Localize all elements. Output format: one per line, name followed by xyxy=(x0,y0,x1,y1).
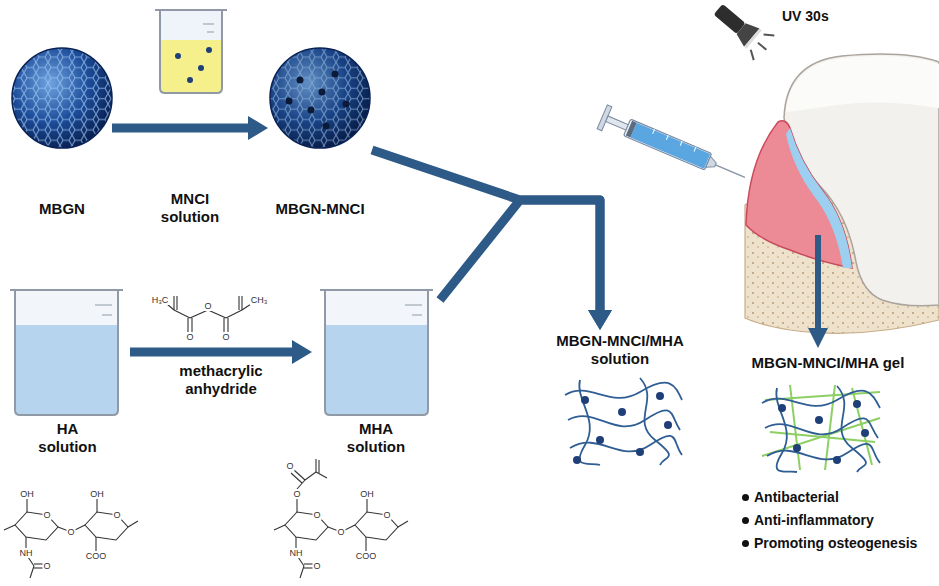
atom-symbol: O xyxy=(42,561,51,571)
flow-arrow xyxy=(112,116,268,140)
node-label-group: HA solution xyxy=(28,420,108,456)
node-box: MBGN-MNCI/MHA solution xyxy=(540,330,700,470)
edge-label: methacrylic anhydride xyxy=(171,362,271,398)
atom-symbol: COO xyxy=(85,551,108,561)
atom-symbol: O xyxy=(312,510,321,520)
atom-symbol: CH₃ xyxy=(250,295,269,305)
property-item: Promoting osteogenesis xyxy=(754,535,917,552)
flow-arrow xyxy=(130,340,312,364)
atom-symbol: O xyxy=(382,510,391,520)
atom-symbol: O xyxy=(221,332,230,342)
node-label-group: MHA solution xyxy=(336,420,416,456)
arrow-head xyxy=(588,310,612,330)
bullet-dot xyxy=(742,494,749,501)
atom-symbol: COO xyxy=(355,551,378,561)
atom-symbol: O xyxy=(285,461,294,471)
edge-label: MNCI solution xyxy=(150,190,230,226)
node-label-group: MBGN-MNCI xyxy=(268,200,372,218)
node-box: MBGN-MNCI xyxy=(268,40,372,220)
atom-symbol: O xyxy=(66,527,75,537)
node-label-group: MBGN-MNCI/MHA gel xyxy=(739,354,917,372)
mnci-beaker xyxy=(155,10,227,93)
atom-symbol: O xyxy=(112,510,121,520)
mha-structure xyxy=(274,459,408,578)
node-label-group: MBGN-MNCI/MHA solution xyxy=(545,332,695,368)
ha-structure xyxy=(4,499,138,578)
mbgn-sphere xyxy=(12,48,112,148)
arrow-head xyxy=(588,310,612,330)
node-label: MBGN xyxy=(12,200,112,218)
node-label: MHA solution xyxy=(336,420,416,456)
atom-symbol: NH xyxy=(289,548,304,558)
node-box: HA solution xyxy=(5,282,130,458)
node-label: MBGN-MNCI/MHA gel xyxy=(739,354,917,372)
gel-network xyxy=(762,385,880,472)
atom-symbol: NH xyxy=(19,548,34,558)
polymer-network xyxy=(565,378,682,465)
arrow-shaft xyxy=(112,124,250,133)
atom-symbol: O xyxy=(203,301,212,311)
bullet-dot xyxy=(742,517,749,524)
mha-beaker xyxy=(320,290,433,415)
property-item: Antibacterial xyxy=(754,489,839,506)
node-box: MBGN-MNCI/MHA gel xyxy=(738,352,918,476)
condition-label: UV 30s xyxy=(782,8,829,25)
flow-arrow xyxy=(440,200,612,330)
node-box: MHA solution xyxy=(312,282,440,458)
anhydride-structure xyxy=(167,296,251,332)
arrow-head xyxy=(248,116,268,140)
syringe xyxy=(597,105,750,189)
node-label: MBGN-MNCI xyxy=(268,200,372,218)
arrow-head xyxy=(292,340,312,364)
node-box: MBGN xyxy=(12,40,112,220)
atom-symbol: OH xyxy=(359,489,375,499)
atom-symbol: OH xyxy=(89,489,105,499)
atom-symbol: O xyxy=(292,489,301,499)
node-label-group: MBGN xyxy=(12,200,112,218)
node-label: MBGN-MNCI/MHA solution xyxy=(545,332,695,368)
atom-symbol: O xyxy=(185,332,194,342)
uv-lamp xyxy=(708,0,777,62)
bullet-dot xyxy=(742,540,749,547)
atom-symbol: H₃C xyxy=(151,295,170,305)
tooth-illustration xyxy=(745,54,939,333)
atom-symbol: O xyxy=(42,510,51,520)
atom-symbol: O xyxy=(312,561,321,571)
arrow-shaft xyxy=(372,150,600,312)
mbgn-mnci-sphere xyxy=(270,48,370,148)
arrow-shaft xyxy=(130,348,294,357)
atom-symbol: OH xyxy=(19,489,35,499)
atom-symbol: O xyxy=(336,527,345,537)
property-item: Anti-inflammatory xyxy=(754,512,874,529)
arrow-shaft xyxy=(440,200,600,312)
flow-arrow xyxy=(372,150,612,330)
node-label: HA solution xyxy=(28,420,108,456)
process-arrow xyxy=(808,235,828,348)
ha-beaker xyxy=(10,290,123,415)
